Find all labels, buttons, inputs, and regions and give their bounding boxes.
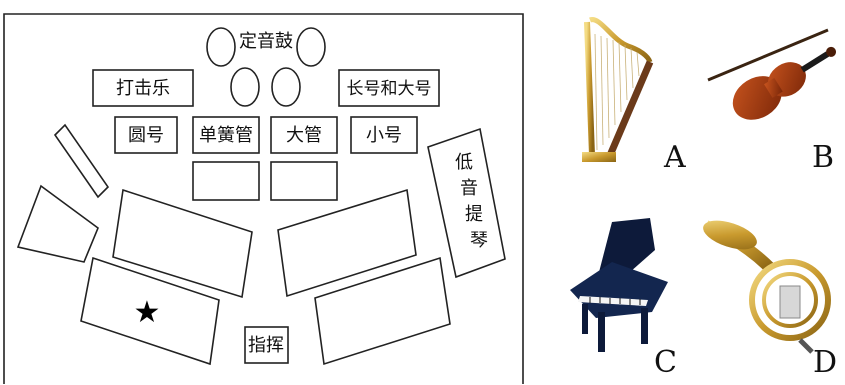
harp-icon: [582, 17, 654, 162]
left-edge-section: [16, 184, 99, 263]
trumpet-label: 小号: [366, 125, 402, 146]
bassoon-box: [270, 116, 338, 154]
star-marker: ★: [134, 295, 161, 330]
timpani-drum-left: [206, 27, 236, 67]
trombone-tuba-label: 长号和大号: [347, 79, 432, 99]
right-lower-section: [314, 256, 451, 366]
percussion-box: [92, 69, 194, 107]
horn-label: 圆号: [128, 125, 164, 146]
option-d: D: [703, 220, 837, 380]
left-upper-section: [112, 188, 253, 299]
horn-box: [114, 116, 178, 154]
french-horn-icon: [703, 220, 831, 354]
bassoon-label: 大管: [286, 125, 322, 146]
left-lower-section: [80, 256, 220, 366]
double-bass-char-1: 低: [455, 152, 473, 173]
conductor-box: [244, 326, 289, 364]
option-a-letter: A: [663, 140, 686, 175]
double-bass-char-3: 提: [465, 204, 483, 225]
empty-box-left: [192, 161, 260, 201]
trombone-tuba-box: [338, 69, 440, 107]
stage-outline: [3, 13, 524, 384]
double-bass-label: 低 音 提 琴: [455, 152, 488, 251]
right-upper-section: [277, 188, 417, 298]
double-bass-char-4: 琴: [470, 230, 488, 251]
clarinet-box: [192, 116, 260, 154]
option-c: C: [570, 218, 677, 380]
clarinet-label: 单簧管: [199, 125, 253, 146]
empty-box-right: [270, 161, 338, 201]
slanted-bar-left: [53, 123, 110, 199]
double-bass-char-2: 音: [460, 178, 478, 199]
violin-icon: [707, 28, 837, 120]
grand-piano-icon: [570, 218, 668, 352]
double-bass-box: [427, 127, 506, 279]
option-b-letter: B: [812, 140, 834, 175]
option-d-letter: D: [813, 345, 837, 380]
option-b: B: [707, 28, 837, 175]
option-c-letter: C: [654, 345, 677, 380]
timpani-label: 定音鼓: [239, 31, 293, 52]
timpani-drum-right: [296, 27, 326, 67]
conductor-label: 指挥: [248, 335, 284, 356]
diagram-labels: 定音鼓 打击乐 长号和大号 圆号 单簧管 大管 小号 低 音 提 琴 指挥 ★: [116, 31, 488, 356]
orchestra-seating-diagram: [3, 13, 524, 384]
percussion-label: 打击乐: [116, 78, 170, 99]
trumpet-box: [350, 116, 418, 154]
option-a: A: [582, 17, 686, 175]
timpani-drum-lower-right: [271, 67, 301, 107]
timpani-drum-lower-left: [230, 67, 260, 107]
